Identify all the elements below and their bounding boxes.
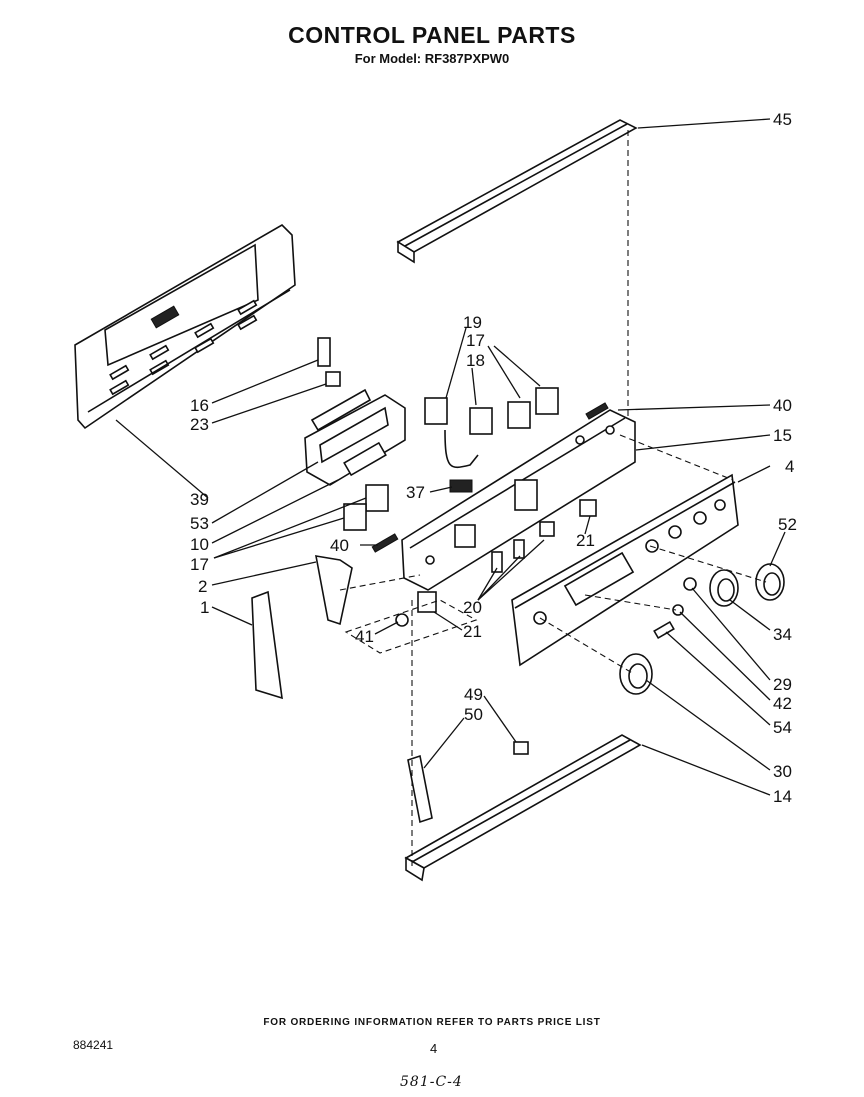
- callout-1: 1: [200, 598, 209, 617]
- knob-52: [755, 563, 785, 601]
- callout-45: 45: [773, 110, 792, 129]
- part-39-back-panel: [74, 223, 296, 430]
- callout-19: 19: [463, 313, 482, 332]
- part-4-front-panel: [511, 473, 739, 667]
- part-16: [317, 337, 331, 367]
- callout-49: 49: [464, 685, 483, 704]
- document-number: 884241: [73, 1038, 114, 1052]
- callout-39: 39: [190, 490, 209, 509]
- callout-54: 54: [773, 718, 792, 737]
- page-number: 4: [430, 1041, 438, 1056]
- part-54: [653, 620, 675, 640]
- vent-slots: [109, 299, 258, 396]
- callout-18: 18: [466, 351, 485, 370]
- callout-4: 4: [785, 457, 794, 476]
- callout-37: 37: [406, 483, 425, 502]
- callout-30: 30: [773, 762, 792, 781]
- callout-17-lower: 17: [190, 555, 209, 574]
- part-21a: [579, 499, 597, 517]
- handwritten-note: 581-C-4: [400, 1074, 463, 1090]
- part-10-display-module: [304, 388, 406, 486]
- part-23: [325, 371, 341, 387]
- callout-21-lower: 21: [463, 622, 482, 641]
- callout-10: 10: [190, 535, 209, 554]
- small-parts: [317, 337, 609, 627]
- part-49: [513, 741, 529, 755]
- callout-2: 2: [198, 577, 207, 596]
- part-2-bracket: [315, 555, 353, 626]
- parts-49-50: [407, 741, 529, 824]
- switch-17c: [365, 484, 389, 512]
- switch-17b: [535, 387, 559, 415]
- switch-17a: [507, 401, 531, 429]
- switches-group: [343, 387, 559, 531]
- switch-19: [424, 397, 448, 425]
- knob-34: [709, 569, 739, 607]
- callout-labels: 45 19 17 18 40 16 23 15 4 39 37 53 52 10…: [190, 110, 797, 806]
- knobs: [619, 563, 785, 695]
- callout-29: 29: [773, 675, 792, 694]
- dashed-guides: [339, 130, 767, 870]
- ordering-note: FOR ORDERING INFORMATION REFER TO PARTS …: [263, 1017, 601, 1028]
- callout-34: 34: [773, 625, 792, 644]
- callout-40: 40: [773, 396, 792, 415]
- part-20b: [513, 539, 525, 559]
- callout-17: 17: [466, 331, 485, 350]
- part-50: [407, 754, 433, 824]
- callout-23: 23: [190, 415, 209, 434]
- callout-53: 53: [190, 514, 209, 533]
- part-37: [449, 479, 473, 493]
- part-29: [683, 577, 697, 591]
- part-21b: [417, 591, 437, 613]
- part-20c: [491, 551, 503, 573]
- callout-41: 41: [355, 627, 374, 646]
- part-40b: [371, 533, 399, 553]
- switch-18: [469, 407, 493, 435]
- callout-50: 50: [464, 705, 483, 724]
- callout-16: 16: [190, 396, 209, 415]
- part-20a: [539, 521, 555, 537]
- leader-lines: [115, 118, 786, 796]
- callout-42: 42: [773, 694, 792, 713]
- switch-17d: [343, 503, 367, 531]
- callout-14: 14: [773, 787, 792, 806]
- page-title: CONTROL PANEL PARTS: [288, 22, 576, 48]
- callout-20: 20: [463, 598, 482, 617]
- model-subtitle: For Model: RF387PXPW0: [354, 51, 510, 66]
- callout-15: 15: [773, 426, 792, 445]
- part-41: [395, 613, 409, 627]
- part-40a: [585, 402, 609, 420]
- mounting-outline: [344, 599, 478, 654]
- part-45-trim: [396, 119, 638, 264]
- part-1-bracket: [251, 590, 283, 700]
- callout-52: 52: [778, 515, 797, 534]
- part-14-bottom-trim: [404, 734, 642, 882]
- callout-21: 21: [576, 531, 595, 550]
- callout-40-lower: 40: [330, 536, 349, 555]
